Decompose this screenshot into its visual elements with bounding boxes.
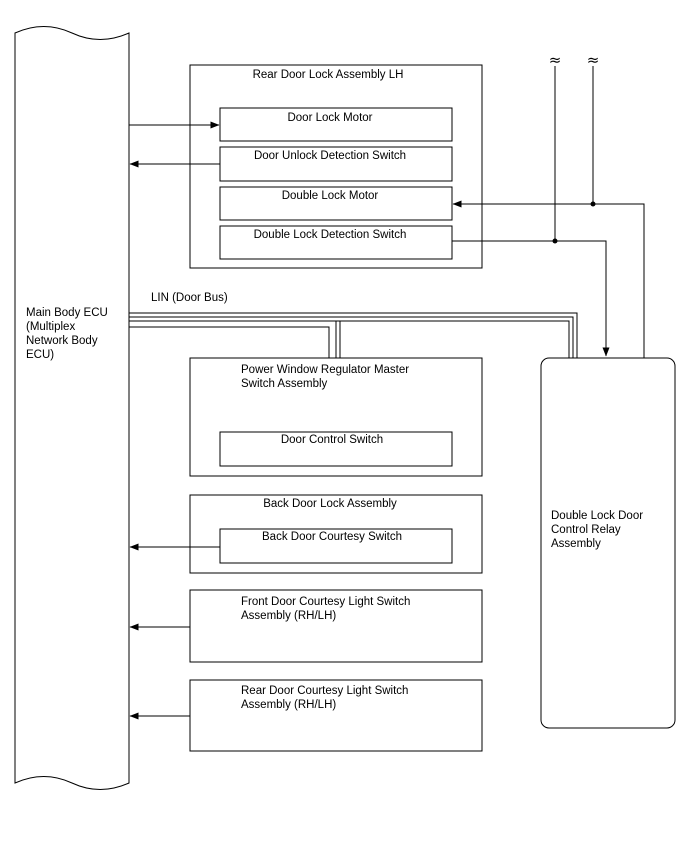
main-body-ecu-label: Main Body ECU (Multiplex Network Body EC… bbox=[26, 307, 108, 361]
power-feeds bbox=[452, 66, 645, 358]
double-lock-motor-box bbox=[219, 186, 453, 221]
lin-bus bbox=[129, 312, 578, 358]
double-lock-detection-switch-box bbox=[219, 225, 453, 260]
double-lock-relay-box bbox=[540, 357, 676, 729]
back-door-courtesy-switch-label: Back Door Courtesy Switch bbox=[262, 531, 402, 543]
door-control-switch-box bbox=[219, 431, 453, 467]
front-door-courtesy-light-switch-box bbox=[189, 589, 483, 663]
front-door-courtesy-light-switch-title: Front Door Courtesy Light Switch Assembl… bbox=[241, 596, 411, 622]
lin-bus-label: LIN (Door Bus) bbox=[151, 292, 228, 304]
double-lock-relay-label: Double Lock Door Control Relay Assembly bbox=[551, 510, 644, 550]
back-door-lock-assembly-box bbox=[189, 494, 483, 574]
door-control-switch-label: Door Control Switch bbox=[280, 434, 384, 446]
power-window-master-switch-title: Power Window Regulator Master Switch Ass… bbox=[241, 364, 410, 390]
rear-door-courtesy-light-switch-title: Rear Door Courtesy Light Switch Assembly… bbox=[241, 685, 409, 711]
break-symbol: ≈ bbox=[587, 51, 600, 69]
back-door-lock-assembly-title: Back Door Lock Assembly bbox=[263, 498, 397, 510]
back-door-courtesy-switch-box bbox=[219, 528, 453, 564]
rear-door-lock-assembly-box bbox=[189, 64, 483, 269]
door-lock-motor-box bbox=[219, 107, 453, 142]
door-unlock-detection-switch-label: Door Unlock Detection Switch bbox=[253, 150, 407, 162]
double-lock-motor-label: Double Lock Motor bbox=[281, 190, 379, 202]
double-lock-detection-switch-label: Double Lock Detection Switch bbox=[253, 229, 407, 241]
door-lock-motor-label: Door Lock Motor bbox=[287, 112, 373, 124]
rear-door-lock-assembly-title: Rear Door Lock Assembly LH bbox=[252, 69, 404, 81]
junction-dot bbox=[590, 201, 596, 207]
break-symbol: ≈ bbox=[549, 51, 562, 69]
junction-dot bbox=[552, 238, 558, 244]
main-body-ecu-shape bbox=[14, 26, 130, 790]
